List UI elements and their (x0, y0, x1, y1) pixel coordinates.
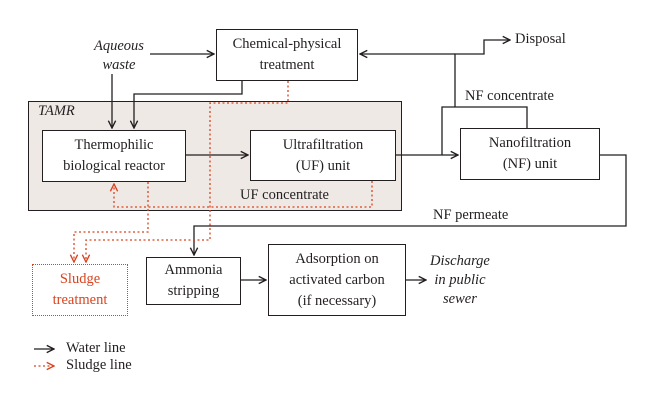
nf-concentrate-label: NF concentrate (465, 88, 554, 104)
nf-permeate-label: NF permeate (433, 207, 509, 223)
ultrafiltration-box: Ultrafiltration (UF) unit (250, 130, 396, 181)
sludge-line-uf-concentrate (114, 181, 373, 208)
nanofiltration-box: Nanofiltration (NF) unit (460, 128, 600, 180)
legend-water-label: Water line (66, 340, 126, 356)
legend-sludge-label: Sludge line (66, 357, 132, 373)
sludge-line-reactor (74, 182, 149, 262)
sludge-line-chemical (86, 81, 289, 262)
sludge-treatment-box: Sludge treatment (32, 264, 128, 316)
thermophilic-reactor-box: Thermophilic biological reactor (42, 130, 186, 182)
aqueous-waste-label: Aqueous waste (94, 38, 144, 73)
tamr-label: TAMR (38, 103, 75, 119)
adsorption-box: Adsorption on activated carbon (if neces… (268, 244, 406, 316)
chemical-physical-treatment-box: Chemical-physical treatment (216, 29, 358, 81)
water-line-nf-to-disposal (454, 40, 510, 107)
discharge-label: Discharge in public sewer (430, 253, 490, 307)
disposal-label: Disposal (515, 31, 566, 47)
water-line-chemical-to-reactor (134, 81, 243, 128)
water-line-nf-permeate (194, 154, 627, 255)
uf-concentrate-label: UF concentrate (240, 187, 329, 203)
ammonia-stripping-box: Ammonia stripping (146, 257, 241, 305)
water-line-nf-concentrate-recycle (441, 106, 528, 155)
